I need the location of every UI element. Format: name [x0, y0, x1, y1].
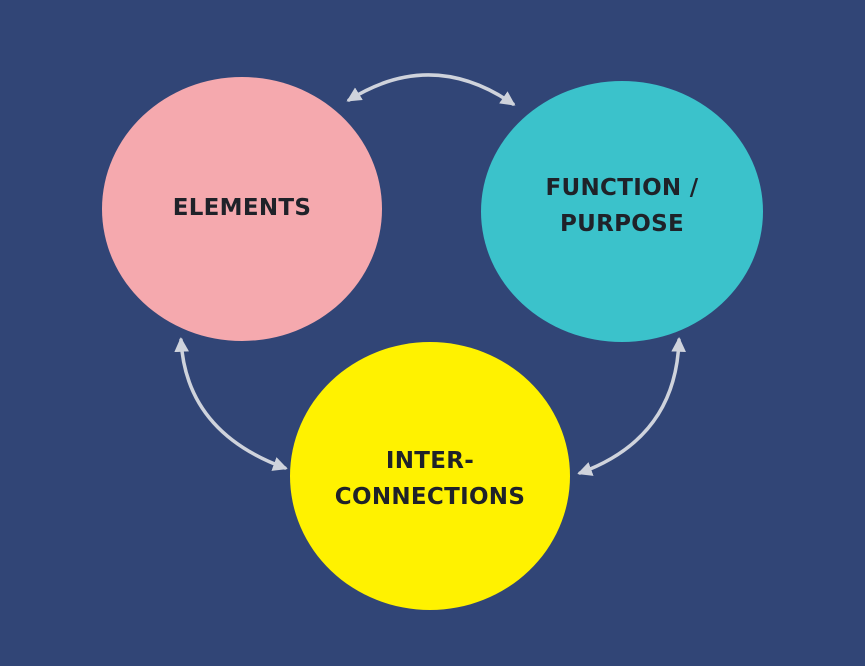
function-purpose-node: FUNCTION / PURPOSE	[481, 81, 763, 342]
arrow-elements-function	[346, 73, 516, 106]
interconnections-label: INTER- CONNECTIONS	[334, 447, 526, 510]
elements-label: ELEMENTS	[172, 195, 312, 221]
elements-node: ELEMENTS	[102, 77, 382, 341]
arrow-group	[174, 73, 686, 476]
arrow-function-interconnections	[577, 337, 686, 476]
function-purpose-label: FUNCTION / PURPOSE	[545, 174, 699, 237]
arrow-elements-interconnections	[174, 337, 288, 471]
interconnections-node: INTER- CONNECTIONS	[290, 342, 570, 610]
